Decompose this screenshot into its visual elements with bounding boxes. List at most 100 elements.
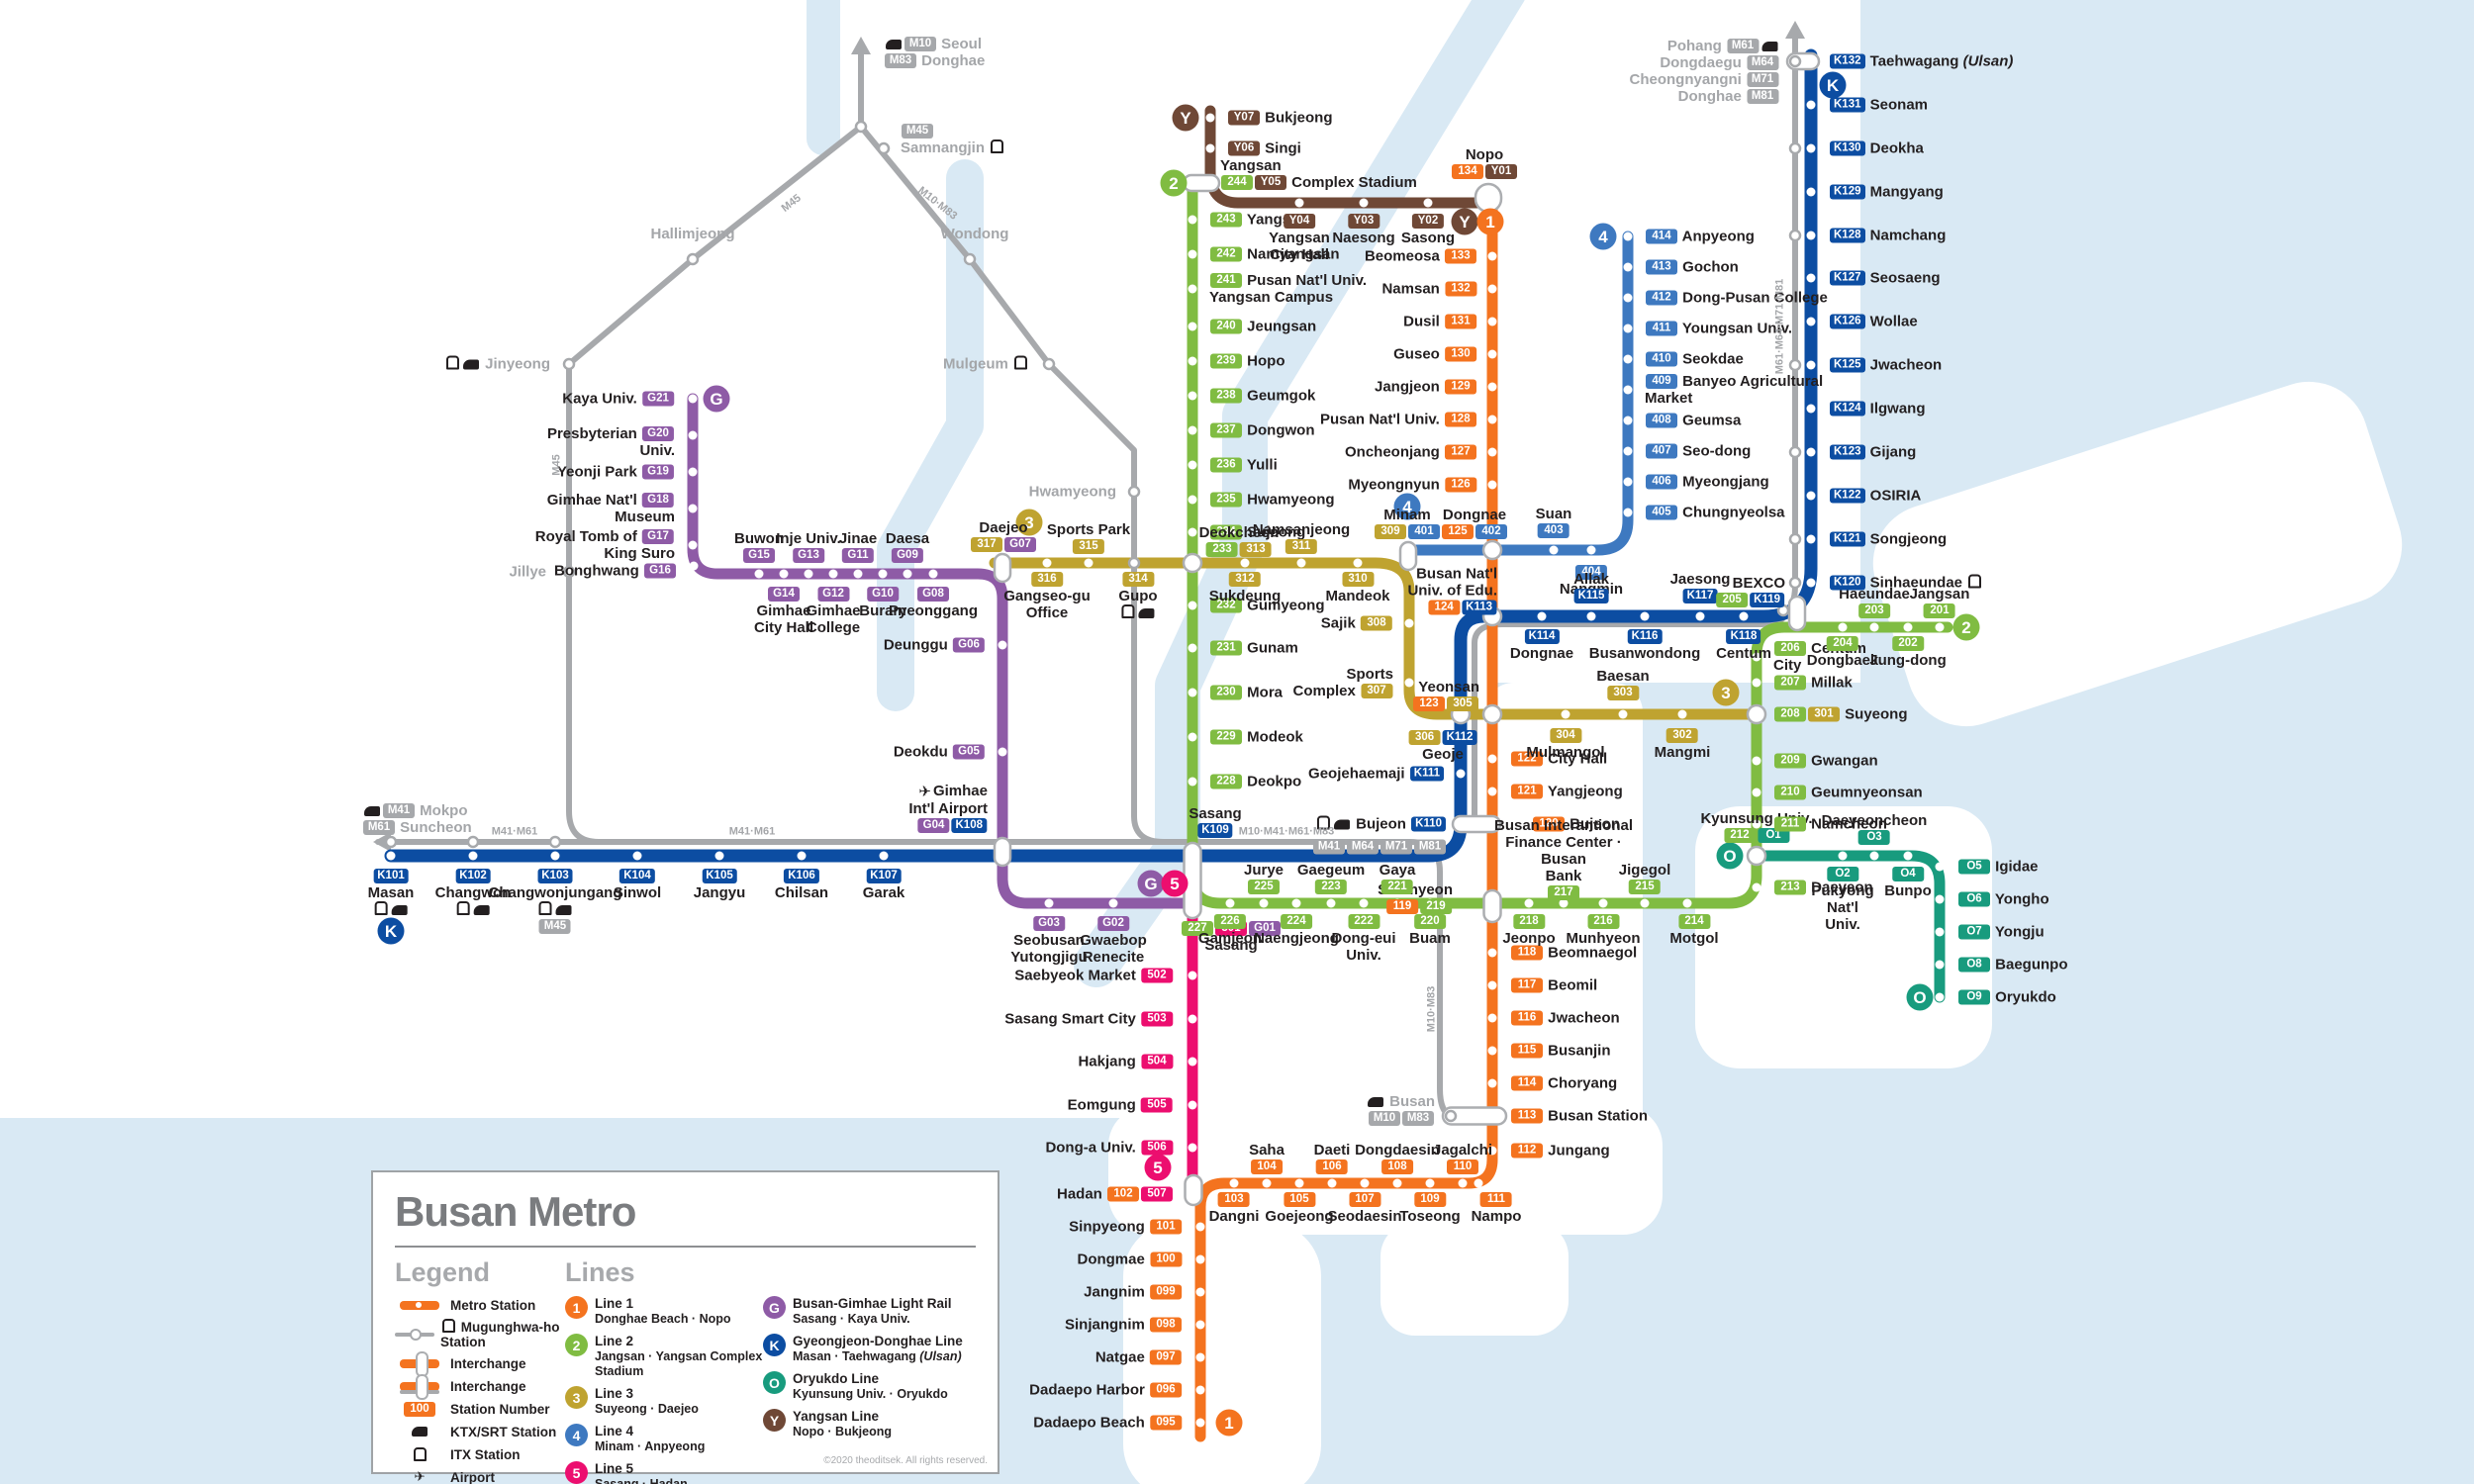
station-name: Buam (1409, 930, 1451, 947)
station-number-chip: 401 (1408, 524, 1440, 539)
label-sinjangnim: Sinjangnim 098 (1065, 1317, 1183, 1334)
station-name: Modeok (1243, 728, 1303, 746)
station-dot (1195, 1254, 1205, 1264)
station-name: Youngsan Univ. (1678, 320, 1793, 337)
label-m45: M45 (778, 191, 805, 218)
station-dot (1549, 545, 1559, 555)
station-name: Gimhae (932, 783, 988, 799)
station-dot (1404, 678, 1414, 688)
station-name: Sinpyeong (1069, 1218, 1149, 1236)
interchange-suyeong (1746, 703, 1767, 725)
station-name: Munhyeon (1566, 930, 1641, 947)
station-dot (1487, 349, 1497, 359)
station-dot (1935, 992, 1945, 1002)
station-dot (1935, 927, 1945, 937)
station-dot (1623, 262, 1633, 272)
station-name: Dongmae (1077, 1251, 1149, 1268)
station-name: Gwaebop (1080, 932, 1147, 949)
station-number-chip: K109 (1197, 823, 1233, 838)
label-410: 410 Seokdae (1645, 351, 1744, 368)
station-name: Pusan Nat'l Univ. (1243, 272, 1367, 289)
station-dot (828, 569, 838, 579)
label-k128: K128 Namchang (1829, 228, 1946, 244)
label-dadaepo-harbor: Dadaepo Harbor 096 (1029, 1382, 1183, 1399)
station-dot (1935, 894, 1945, 904)
station-number-chip: 123 (1413, 696, 1445, 711)
station-name: Sasang (1189, 805, 1242, 822)
ktx-icon (462, 359, 479, 370)
station-number-chip: 228 (1210, 774, 1242, 789)
station-number-chip: 118 (1511, 945, 1543, 961)
station-name: Sajik (1320, 614, 1360, 632)
label-y07: Y07 Bukjeong (1227, 110, 1333, 127)
direction-arrow-icon (373, 832, 391, 852)
station-name: Int'l Airport (908, 800, 988, 817)
svg-text:G: G (1144, 875, 1157, 893)
station-name: Bunpo (1884, 882, 1932, 899)
station-number-chip: 203 (1857, 603, 1890, 618)
mugunghwa-stop-dot (562, 357, 576, 371)
station-name: Songjeong (1865, 530, 1948, 548)
legend-panel: Busan Metro Legend Metro Station Mugungh… (371, 1170, 999, 1484)
station-dot (1623, 354, 1633, 364)
station-name: Banyeo Agricultural (1678, 373, 1824, 390)
label-112: 112 Jungang (1510, 1143, 1610, 1159)
legend-line-desc: Suyeong · Daejeo (595, 1402, 699, 1416)
itx-icon (1316, 815, 1330, 830)
station-number-chip: K108 (951, 818, 987, 833)
station-name: Jurye (1243, 862, 1285, 879)
svg-text:2: 2 (1169, 174, 1178, 193)
station-dot (903, 569, 912, 579)
interchange-kyunsung-univ (1746, 845, 1767, 867)
station-name: Seo-dong (1678, 442, 1752, 460)
station-number-chip: 316 (1030, 572, 1063, 587)
station-name: Pohang (1666, 38, 1726, 54)
station-dot (1487, 948, 1497, 958)
station-name: Donghae (1677, 88, 1746, 105)
station-name: Jungang (1544, 1142, 1610, 1159)
label-namsan: Namsan 132 (1381, 281, 1477, 298)
label-sajik: Sajik 308 (1321, 615, 1393, 632)
station-name: Bank (1545, 868, 1582, 884)
station-dot (1487, 382, 1497, 392)
station-name: Jeungsan (1243, 318, 1317, 335)
ktx-icon (391, 905, 408, 915)
station-name: Dongbaek (1806, 652, 1879, 669)
label-k126: K126 Wollae (1829, 314, 1918, 330)
line-4 (1402, 231, 1634, 556)
station-dot (1623, 446, 1633, 456)
station-name: Jangsan (1909, 586, 1970, 603)
station-name: Bujeon (1566, 815, 1620, 833)
station-dot (1188, 391, 1197, 401)
station-dot (468, 851, 478, 861)
station-name: Jangnim (1084, 1283, 1149, 1301)
station-dot (1487, 415, 1497, 424)
station-dot (1195, 1418, 1205, 1428)
label-231: 231 Gunam (1209, 640, 1298, 657)
station-number-chip: G20 (642, 426, 674, 441)
label-beomeosa: Beomeosa 133 (1365, 248, 1477, 265)
station-name: M10·M83 (1425, 985, 1438, 1033)
station-name: Sports Park (1046, 521, 1131, 538)
station-number-chip: 230 (1210, 685, 1242, 700)
station-name: Busan Nat'l (1416, 565, 1497, 583)
station-number-chip: K103 (537, 869, 573, 883)
svg-text:1: 1 (1485, 213, 1494, 232)
station-name: Dadaepo Beach (1033, 1414, 1149, 1432)
label-k129: K129 Mangyang (1829, 184, 1944, 201)
